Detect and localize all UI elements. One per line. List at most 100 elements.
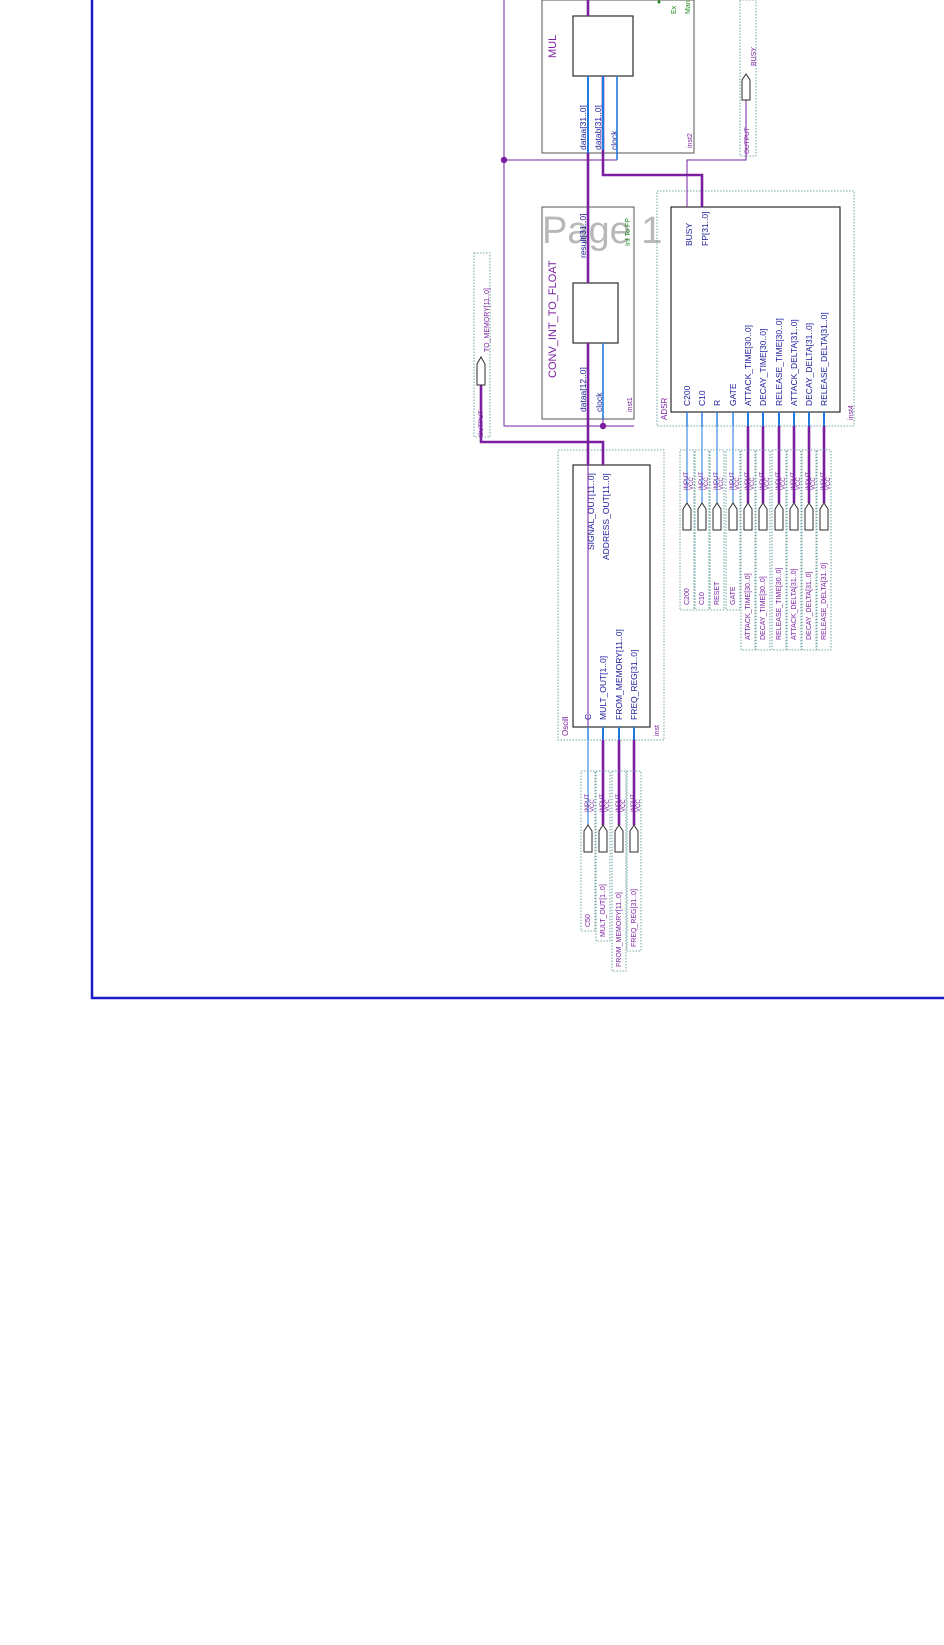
mul-block[interactable]: MUL dataa[31..0] datab[31..0] clock inst… — [541, 0, 695, 154]
adsr-input-pin-default: VCC — [765, 477, 771, 490]
output-pin-to-memory[interactable]: OUTPUT TO_MEMORY[11..0] — [473, 252, 491, 438]
adsr-input-pin-name: DECAY_TIME[30..0] — [760, 576, 767, 640]
oscill-input-pin-name: MULT_OUT[1..0] — [600, 884, 607, 937]
conv-param: Int To FP — [625, 218, 632, 246]
conv-port-result: result[31..0] — [578, 214, 588, 258]
oscill-port-label: FROM_MEMORY[11..0] — [614, 629, 624, 720]
mul-core — [572, 15, 634, 77]
adsr-port-label: RELEASE_TIME[30..0] — [774, 318, 784, 406]
adsr-input-pin-default: VCC — [796, 477, 802, 490]
adsr-input-pin-type: INPUT — [760, 472, 766, 490]
adsr-input-pin-default: VCC — [826, 477, 832, 490]
adsr-input-pin-name: C10 — [699, 592, 706, 605]
output-pin-to-memory-type: OUTPUT — [478, 410, 485, 437]
adsr-port-fp: FP[31..0] — [700, 212, 710, 247]
adsr-input-pin-default: VCC — [719, 477, 725, 490]
adsr-input-pin-name: DECAY_DELTA[31..0] — [806, 571, 813, 640]
adsr-input-pin-default: VCC — [811, 477, 817, 490]
output-pin-busy-type: OUTPUT — [744, 127, 751, 154]
adsr-input-pin-default: VCC — [735, 477, 741, 490]
conv-port-dataa: dataa[12..0] — [578, 367, 588, 412]
oscill-port-label: MULT_OUT[1..0] — [598, 656, 608, 720]
adsr-input-pin-default: VCC — [750, 477, 756, 490]
adsr-input-pin-type: INPUT — [714, 472, 720, 490]
output-pin-busy[interactable]: OUTPUT BUSY — [739, 0, 758, 157]
oscill-port-signal-out: SIGNAL_OUT[11..0] — [586, 473, 596, 550]
oscill-input-pin-default: VCC — [636, 799, 642, 812]
output-pin-busy-name: BUSY — [751, 47, 758, 66]
adsr-port-label: RELEASE_DELTA[31..0] — [819, 312, 829, 406]
adsr-input-pin-default: VCC — [689, 477, 695, 490]
adsr-input-pin-name: RESET — [714, 581, 721, 605]
oscill-input-pin-name: FROM_MEMORY[11..0] — [616, 892, 623, 967]
oscill-core — [572, 464, 651, 728]
adsr-input-pin-type: INPUT — [684, 472, 690, 490]
adsr-input-pin-name: RELEASE_DELTA[31..0] — [821, 563, 828, 640]
adsr-port-label: C200 — [682, 385, 692, 406]
adsr-port-label: DECAY_DELTA[31..0] — [804, 323, 814, 406]
adsr-input-pin-name: RELEASE_TIME[30..0] — [776, 568, 783, 640]
adsr-inst: inst4 — [848, 405, 855, 420]
page-watermark: Page 1 — [542, 210, 662, 252]
oscill-input-pin-name: FREQ_REG[31..0] — [631, 889, 638, 947]
conv-title: CONV_INT_TO_FLOAT — [547, 260, 559, 378]
adsr-port-label: DECAY_TIME[30..0] — [758, 329, 768, 406]
adsr-input-pin-name: GATE — [730, 586, 737, 605]
conv-block[interactable]: CONV_INT_TO_FLOAT dataa[12..0] clock res… — [541, 206, 635, 420]
conv-core — [572, 282, 619, 344]
adsr-input-pin-type: INPUT — [791, 472, 797, 490]
adsr-input-pin-type: INPUT — [806, 472, 812, 490]
adsr-port-label: C10 — [697, 390, 707, 406]
output-pin-to-memory-name: TO_MEMORY[11..0] — [484, 288, 491, 352]
mul-title: MUL — [547, 35, 559, 58]
oscill-input-pin-type: INPUT — [616, 794, 622, 812]
oscill-input-pin-name: C50 — [585, 914, 592, 927]
adsr-port-label: ATTACK_TIME[30..0] — [743, 325, 753, 406]
adsr-input-pin-type: INPUT — [745, 472, 751, 490]
address-bus — [479, 385, 605, 465]
oscill-title: Oscill — [561, 716, 570, 736]
busy-wire — [686, 100, 747, 207]
mul-port-dataa: dataa[31..0] — [578, 105, 588, 150]
junction-dot — [500, 156, 508, 164]
adsr-input-pin-type: INPUT — [699, 472, 705, 490]
oscill-port-label: FREQ_REG[31..0] — [629, 650, 639, 720]
adsr-input-pin-type: INPUT — [730, 472, 736, 490]
adsr-port-label: GATE — [728, 383, 738, 406]
conv-port-clock: clock — [594, 392, 604, 412]
oscill-port-address-out: ADDRESS_OUT[11..0] — [601, 473, 611, 560]
sheet-frame — [90, 0, 944, 1000]
mul-inst: inst2 — [687, 133, 694, 148]
oscill-input-pin-default: VCC — [621, 799, 627, 812]
oscill-input-pin-type: INPUT — [600, 794, 606, 812]
adsr-title: ADSR — [660, 398, 669, 420]
adsr-port-label: ATTACK_DELTA[31..0] — [789, 319, 799, 406]
oscill-inst: inst — [654, 725, 661, 736]
mul-port-datab: datab[31..0] — [593, 105, 603, 150]
mul-param-man: Man — [685, 0, 692, 14]
adsr-port-busy: BUSY — [684, 223, 694, 246]
adsr-input-pin-type: INPUT — [821, 472, 827, 490]
adsr-input-pin-name: ATTACK_TIME[30..0] — [745, 573, 752, 640]
oscill-input-pin-type: INPUT — [585, 794, 591, 812]
